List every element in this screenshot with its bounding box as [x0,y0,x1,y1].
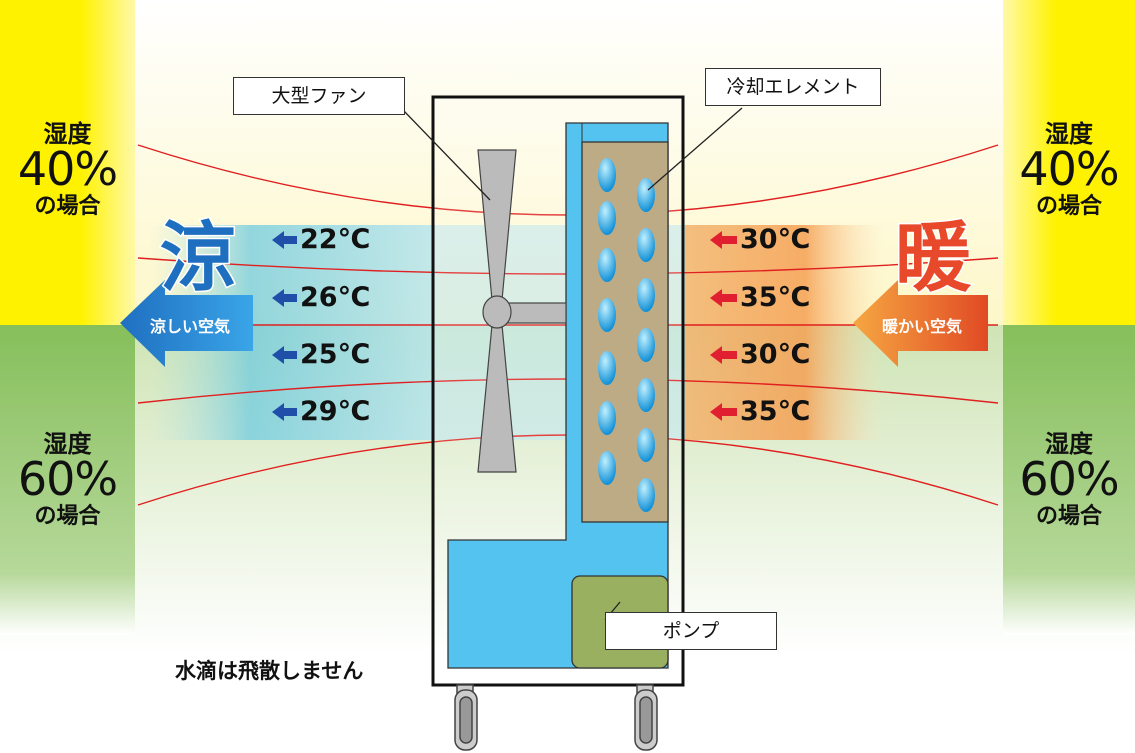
humidity-word: 湿度 [43,120,92,148]
warm-temp-2: 35℃ [740,282,811,313]
cool-arrow-icon [272,289,297,307]
pump-callout: ポンプ [605,612,777,650]
warm-kanji: 暖 [894,213,973,302]
water-droplet-icon [598,351,616,385]
cool-temp-2: 26℃ [300,282,371,313]
fan-callout: 大型ファン [233,77,405,115]
water-droplet-icon [637,378,655,412]
warm-arrow-icon [710,231,737,249]
warm-arrow-icon [853,280,988,367]
water-droplet-icon [598,158,616,192]
warm-air-label: 暖かい空気 [882,317,963,336]
water-droplet-icon [598,401,616,435]
humidity-60-right: 湿度 60% の場合 [1003,432,1135,528]
humidity-40-left: 湿度 40% の場合 [0,122,135,218]
water-droplet-icon [637,328,655,362]
humidity-word: 湿度 [1045,430,1093,458]
fan-icon [477,149,567,473]
humidity-60-left: 湿度 60% の場合 [0,432,135,528]
humidity-word: 湿度 [43,430,92,458]
cool-arrow-icon [120,280,253,367]
no-splash-note: 水滴は飛散しません [175,659,364,683]
water-droplets [598,158,655,512]
water-droplet-icon [637,428,655,462]
water-droplet-icon [598,248,616,282]
humidity-40-right: 湿度 40% の場合 [1003,122,1135,218]
humidity-value: 60% [17,452,118,506]
cooling-element-callout: 冷却エレメント [705,68,881,106]
humidity-word: 湿度 [1045,120,1093,148]
water-droplet-icon [598,298,616,332]
humidity-suffix: の場合 [1035,504,1102,529]
cool-temp-1: 22℃ [300,224,371,255]
water-droplet-icon [637,228,655,262]
cool-temp-4: 29℃ [300,396,371,427]
cool-arrow-icon [272,346,297,364]
warm-temp-3: 30℃ [740,339,811,370]
water-droplet-icon [598,451,616,485]
cool-arrow-icon [272,231,297,249]
humidity-value: 40% [17,142,118,196]
humidity-value: 60% [1019,452,1119,506]
warm-arrow-icon [710,346,737,364]
warm-arrow-icon [710,403,737,421]
wheel-icon [454,684,658,751]
cool-kanji: 涼 [159,213,238,302]
humidity-suffix: の場合 [1035,194,1102,219]
water-droplet-icon [598,201,616,235]
cool-air-label: 涼しい空気 [150,317,231,336]
warm-temp-1: 30℃ [740,224,811,255]
humidity-suffix: の場合 [34,504,101,529]
water-droplet-icon [637,278,655,312]
humidity-value: 40% [1019,142,1119,196]
warm-arrow-icon [710,289,737,307]
water-droplet-icon [637,478,655,512]
cool-temp-3: 25℃ [300,339,371,370]
humidity-suffix: の場合 [34,194,101,219]
cool-arrow-icon [272,403,297,421]
water-droplet-icon [637,178,655,212]
warm-temp-4: 35℃ [740,396,811,427]
